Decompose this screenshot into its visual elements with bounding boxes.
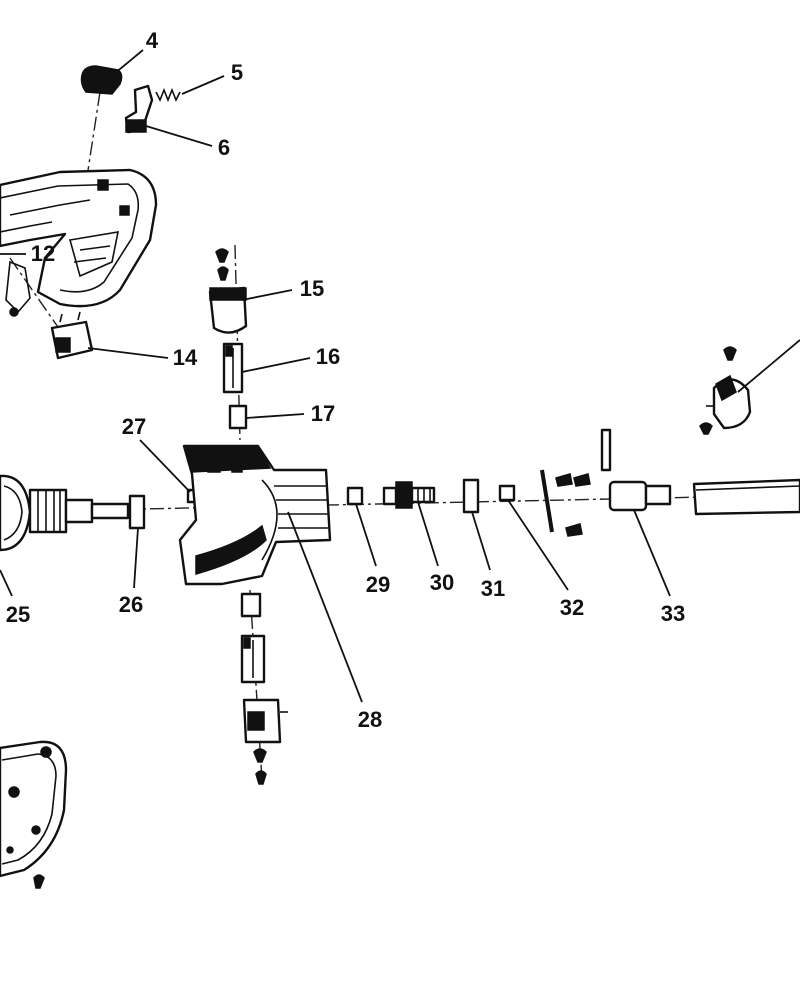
- lower-brush-spring: [240, 634, 266, 684]
- leader-31: [471, 511, 491, 571]
- part-26-washer: [128, 494, 146, 530]
- part-25-armature: [0, 474, 130, 552]
- leader-26: [133, 527, 139, 589]
- leader-27: [139, 439, 191, 493]
- leader-30: [417, 501, 439, 567]
- callout-33: 33: [661, 601, 685, 626]
- callout-14: 14: [173, 345, 198, 370]
- part-15-brush-holder: [208, 286, 248, 334]
- part-4-trigger: [80, 65, 123, 95]
- side-cover: [0, 740, 68, 889]
- part-14-switch: [50, 311, 94, 360]
- leader-4: [113, 49, 144, 75]
- upper-screws: [215, 248, 229, 281]
- leader-6: [145, 125, 213, 147]
- part-5-spring: [155, 87, 181, 103]
- lower-brush-holder: [242, 698, 288, 744]
- leader-32: [507, 499, 569, 591]
- clamp: [699, 346, 752, 435]
- part-33-spindle: [608, 480, 672, 512]
- part-16-brush-spring: [222, 342, 244, 394]
- callout-27: 27: [122, 414, 146, 439]
- callout-17: 17: [311, 401, 335, 426]
- callout-15: 15: [300, 276, 324, 301]
- callout-26: 26: [119, 592, 143, 617]
- leader-25: [0, 569, 13, 597]
- part-32-bushing: [498, 484, 516, 502]
- callout-25: 25: [6, 602, 30, 627]
- callout-32: 32: [560, 595, 584, 620]
- leader-16: [241, 357, 311, 373]
- callout-16: 16: [316, 344, 340, 369]
- leader-17: [245, 413, 305, 419]
- lower-carbon-brush: [240, 592, 262, 618]
- part-17-carbon-brush: [228, 404, 248, 430]
- part-31-spacer: [462, 478, 480, 514]
- mounting-plate: [540, 469, 591, 537]
- part-29-ring: [346, 486, 364, 506]
- callout-30: 30: [430, 570, 454, 595]
- handle-housing: [0, 168, 158, 317]
- callout-4: 4: [146, 28, 159, 53]
- callout-28: 28: [358, 707, 382, 732]
- callout-12: 12: [31, 241, 55, 266]
- leader-clamp: [737, 339, 800, 393]
- callout-labels: 4 5 6 12 14 15 16 17 25 26 27 28 29 30 3…: [6, 28, 685, 732]
- callout-29: 29: [366, 572, 390, 597]
- callout-6: 6: [218, 135, 230, 160]
- handle-axis-line: [9, 257, 61, 331]
- leader-29: [355, 503, 377, 567]
- leader-lines: [0, 49, 800, 703]
- extension-tube: [692, 478, 800, 516]
- part-28-motor-housing: [178, 444, 332, 586]
- callout-5: 5: [231, 60, 243, 85]
- part-6-switch-lever: [124, 84, 154, 134]
- leader-33: [633, 509, 671, 597]
- lower-screws: [253, 748, 267, 785]
- leader-5: [181, 75, 225, 95]
- callout-31: 31: [481, 576, 505, 601]
- pin: [600, 428, 612, 472]
- part-30-pinion-gear: [382, 481, 436, 509]
- leader-28: [287, 511, 363, 703]
- leader-14: [87, 347, 169, 359]
- leader-15: [241, 289, 293, 301]
